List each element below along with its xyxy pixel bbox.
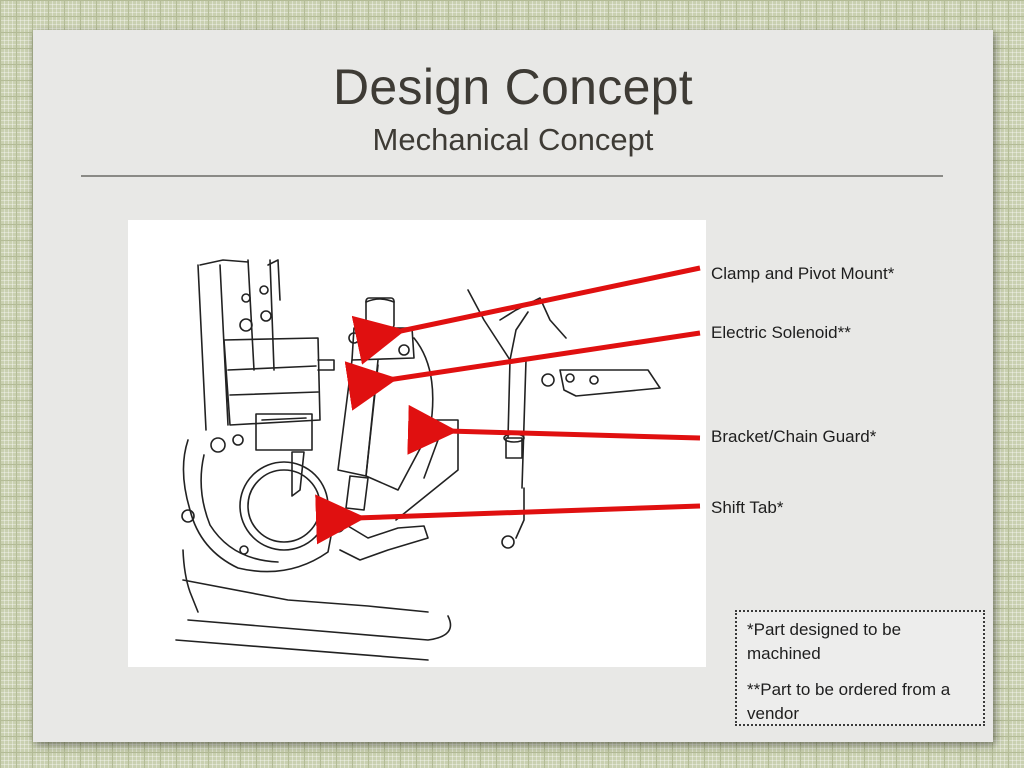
slide-subtitle: Mechanical Concept xyxy=(372,122,654,157)
slide: Design Concept Mechanical Concept xyxy=(33,30,993,742)
callout-bracket-chain-guard: Bracket/Chain Guard* xyxy=(711,427,877,446)
slide-title: Design Concept xyxy=(333,59,693,115)
callout-shift-tab: Shift Tab* xyxy=(711,498,784,517)
title-divider xyxy=(81,175,943,177)
callout-clamp-pivot-mount: Clamp and Pivot Mount* xyxy=(711,264,895,283)
footnote-box: *Part designed to be machined **Part to … xyxy=(735,610,985,726)
footnote-machined: *Part designed to be machined xyxy=(747,620,902,663)
footnote-vendor: **Part to be ordered from a vendor xyxy=(747,680,951,723)
mechanical-drawing xyxy=(128,220,706,667)
callout-electric-solenoid: Electric Solenoid** xyxy=(711,323,851,342)
